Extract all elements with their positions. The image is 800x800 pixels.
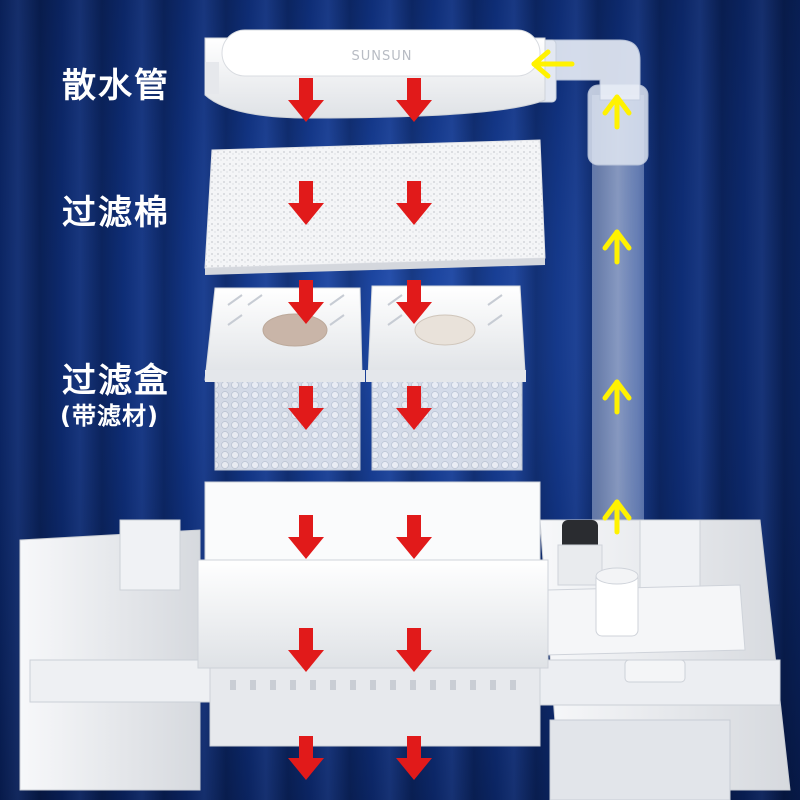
filter-box-left <box>204 287 365 471</box>
return-tube <box>535 39 649 535</box>
brand-logo: SUNSUN <box>352 49 413 64</box>
label-filter-cotton: 过滤棉 <box>62 193 170 233</box>
label-filter-box-note: (带滤材) <box>60 402 159 430</box>
filter-chamber <box>197 481 549 747</box>
up-flow-arrows <box>531 49 629 532</box>
spray-pipe: SUNSUN <box>204 29 546 119</box>
filter-box-right <box>366 285 526 471</box>
label-spray-pipe: 散水管 <box>62 66 170 106</box>
arrow-left-icon <box>531 49 575 79</box>
pump-outlet <box>557 520 686 683</box>
label-filter-box: 过滤盒 <box>62 361 170 401</box>
filter-cotton <box>204 139 546 275</box>
